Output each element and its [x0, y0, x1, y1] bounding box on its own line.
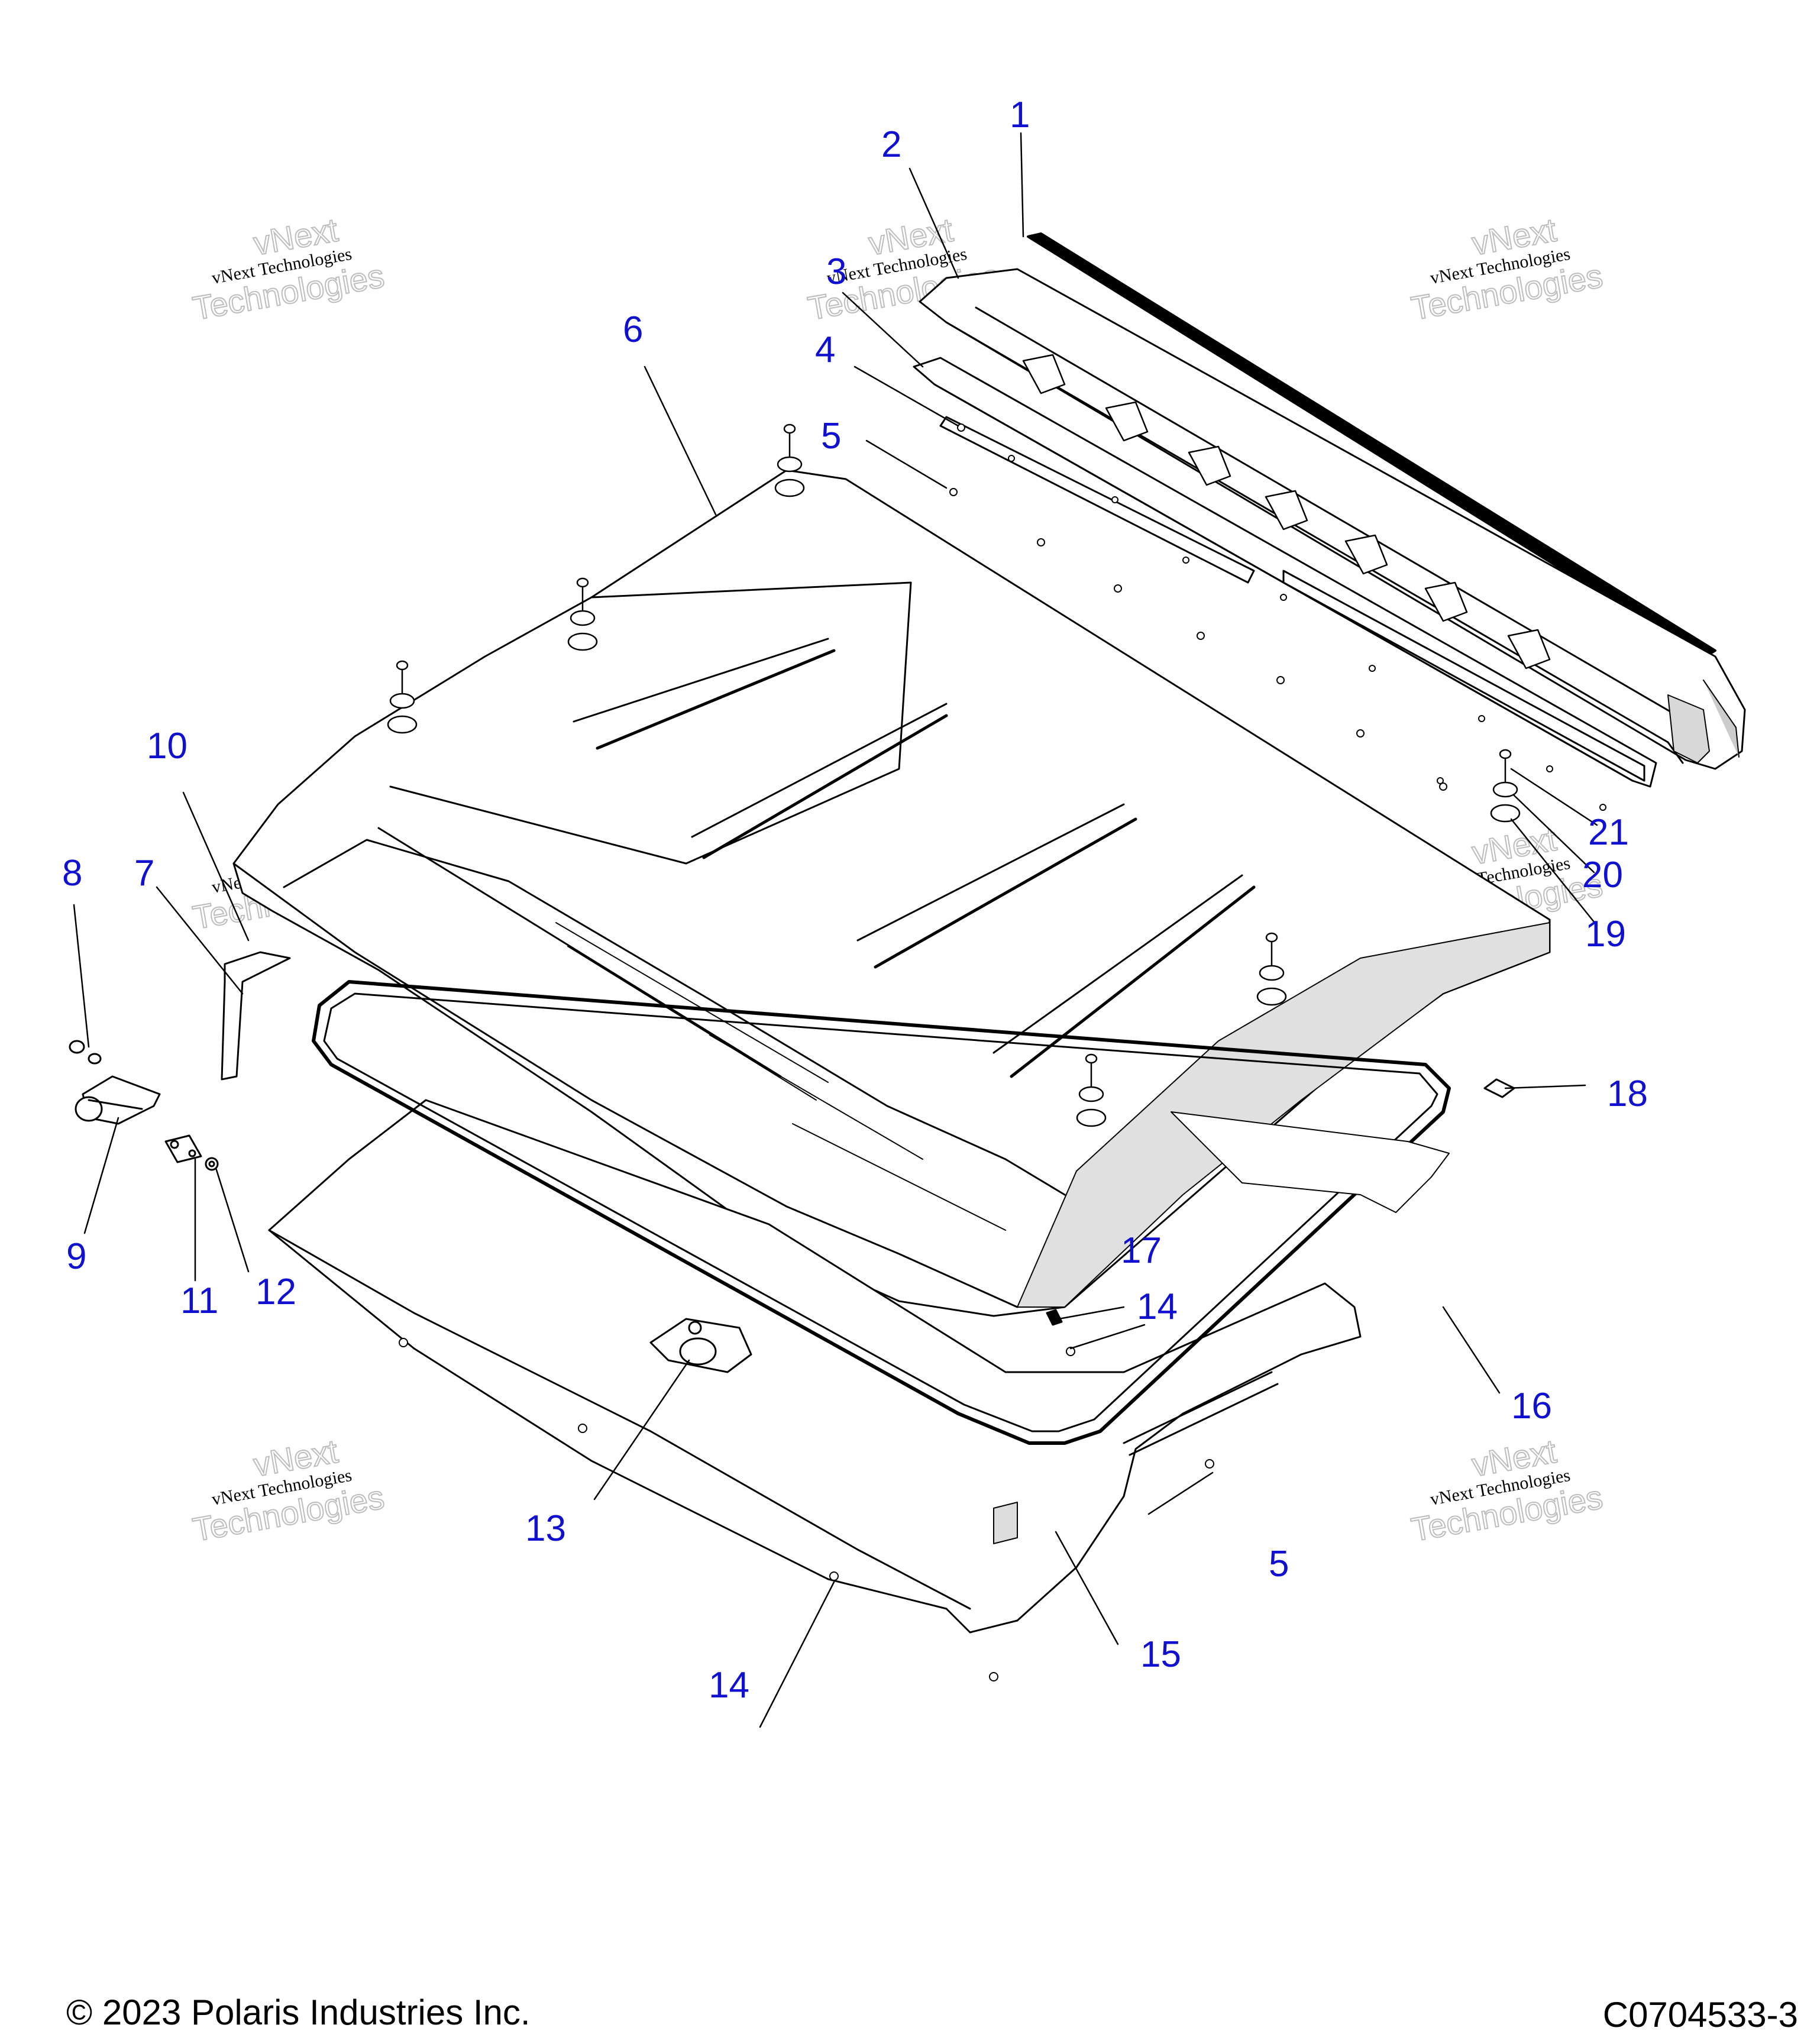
- callout-10: 10: [147, 726, 187, 767]
- watermark: vNext vNext Technologies Technologies: [189, 210, 387, 327]
- plate-part-11: [164, 1134, 202, 1163]
- callout-7: 7: [134, 853, 154, 894]
- drawing-code: C0704533-3: [1602, 1995, 1798, 2035]
- callout-1: 1: [1010, 95, 1030, 135]
- callout-14b: 14: [709, 1665, 749, 1706]
- headliner-part-15: [268, 1099, 1362, 1634]
- screw-part-8: [69, 1040, 102, 1065]
- seal-strip-part-1: [1027, 232, 1716, 659]
- clip-part-17: [1046, 1309, 1063, 1326]
- callout-16: 16: [1511, 1386, 1552, 1427]
- rivet-set: [399, 423, 1606, 1681]
- bolt-stack: [387, 423, 1521, 1127]
- callout-19: 19: [1585, 914, 1626, 955]
- callout-21: 21: [1588, 812, 1629, 853]
- callout-8: 8: [62, 853, 82, 894]
- callout-17: 17: [1121, 1230, 1162, 1271]
- watermark: vNext vNext Technologies Technologies: [1408, 210, 1606, 327]
- nut-part-12: [205, 1157, 219, 1171]
- callout-3: 3: [826, 251, 846, 292]
- callout-13: 13: [525, 1508, 566, 1549]
- watermark: vNext vNext Technologies Technologies: [189, 1431, 387, 1548]
- watermark: vNext vNext Technologies Technologies: [1408, 1431, 1606, 1548]
- hinge-part-13: [649, 1318, 752, 1373]
- callouts: 1 2 3 4 5 6 7 8 10 9 11 12 13 17 14 16 5…: [62, 95, 1648, 1706]
- callout-11: 11: [180, 1280, 218, 1321]
- callout-5a: 5: [821, 416, 841, 457]
- hinge-part-9: [75, 1075, 161, 1125]
- callout-4: 4: [815, 329, 835, 370]
- callout-18: 18: [1607, 1073, 1648, 1114]
- callout-14a: 14: [1137, 1286, 1178, 1327]
- line-art: [69, 132, 1746, 1728]
- copyright-text: © 2023 Polaris Industries Inc.: [66, 1993, 531, 2032]
- callout-9: 9: [66, 1236, 86, 1277]
- seal-frame-part-16: [312, 980, 1451, 1445]
- leader-lines: [73, 132, 1598, 1728]
- callout-15: 15: [1140, 1634, 1181, 1675]
- callout-6: 6: [623, 309, 643, 350]
- clip-row: [1022, 354, 1551, 670]
- bracket-part-3: [913, 354, 1657, 788]
- strap-part-7: [221, 951, 291, 1081]
- callout-2: 2: [881, 124, 901, 165]
- callout-20: 20: [1582, 855, 1623, 895]
- callout-5b: 5: [1269, 1544, 1289, 1584]
- callout-12: 12: [256, 1272, 296, 1312]
